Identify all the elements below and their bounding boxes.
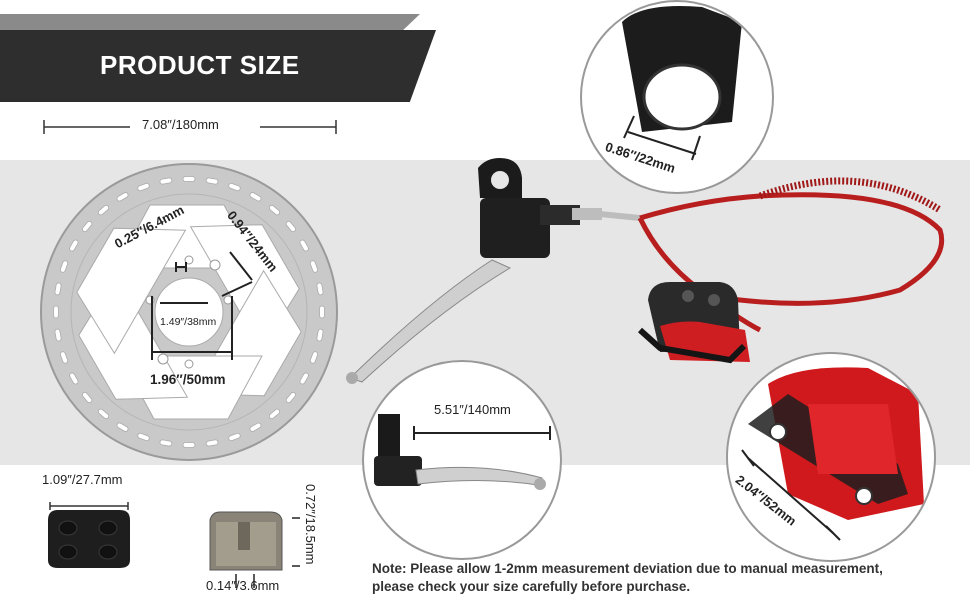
lever-detail-circle	[362, 360, 562, 560]
rotor-slot	[316, 328, 324, 342]
rotor-slot	[182, 176, 196, 182]
note-line-1: Note: Please allow 1-2mm measurement dev…	[372, 561, 883, 576]
rotor-slot	[309, 351, 319, 364]
lever-length-label: 5.51″/140mm	[434, 402, 511, 417]
rotor-slot	[59, 351, 69, 364]
rotor-slot	[97, 204, 110, 216]
rotor-inner-a-label: 1.49″/38mm	[160, 316, 217, 328]
brake-rotor-disc	[40, 163, 338, 461]
rotor-dimension-marks	[151, 251, 253, 360]
rotor-inner-b-label: 1.96″/50mm	[150, 372, 226, 387]
caliper-detail-circle	[726, 352, 936, 562]
rotor-slot	[268, 408, 281, 420]
rotor-slot	[319, 305, 325, 319]
brake-pad-front	[48, 510, 130, 568]
rotor-slot	[137, 432, 150, 442]
rotor-slot	[182, 442, 196, 448]
diameter-label-bg	[130, 112, 260, 138]
note-line-2: please check your size carefully before …	[372, 579, 691, 594]
pad-width-label: 1.09″/27.7mm	[42, 472, 123, 487]
rotor-slot	[205, 439, 219, 447]
rotor-slot	[316, 282, 324, 296]
rotor-slot	[81, 391, 93, 404]
rotor-slot	[116, 422, 129, 432]
rotor-slot	[81, 220, 93, 233]
rotor-slot	[159, 439, 173, 447]
pad-height-label: 0.72″/18.5mm	[303, 484, 318, 565]
rotor-slot	[249, 422, 262, 432]
rotor-slot	[205, 177, 219, 185]
rotor-slot	[97, 408, 110, 420]
rotor-slot	[159, 177, 173, 185]
page-title: PRODUCT SIZE	[100, 50, 300, 80]
pad-thickness-label: 0.14″/3.6mm	[206, 578, 280, 593]
rotor-slot	[309, 260, 319, 273]
rotor-slot	[268, 204, 281, 216]
caliper-detail-illustration	[741, 367, 924, 541]
rotor-slot	[299, 239, 309, 252]
brake-lever-assembly	[346, 158, 641, 384]
rotor-diameter-label: 7.08″/180mm	[142, 117, 219, 132]
rotor-slot	[285, 220, 297, 233]
brake-caliper	[637, 282, 750, 364]
rotor-slot	[228, 432, 241, 442]
rotor-slot	[54, 328, 62, 342]
rotor-slot	[69, 372, 79, 385]
banner-shadow	[0, 14, 420, 34]
rotor-slot	[54, 282, 62, 296]
rotor-slot	[285, 391, 297, 404]
rotor-slot	[249, 192, 262, 202]
rotor-slot	[228, 182, 241, 192]
rotor-slot	[137, 182, 150, 192]
rotor-slot	[53, 305, 59, 319]
brake-pad-side	[209, 511, 283, 571]
rotor-slot	[59, 260, 69, 273]
rotor-slot	[116, 192, 129, 202]
rotor-slot	[299, 372, 309, 385]
title-banner	[0, 30, 436, 102]
rotor-slot	[69, 239, 79, 252]
lever-detail-illustration	[374, 414, 551, 490]
measurement-note: Note: Please allow 1-2mm measurement dev…	[372, 560, 883, 596]
clamp-detail-circle	[580, 0, 774, 194]
clamp-detail-illustration	[622, 6, 742, 161]
pad-height-marks	[235, 517, 300, 588]
